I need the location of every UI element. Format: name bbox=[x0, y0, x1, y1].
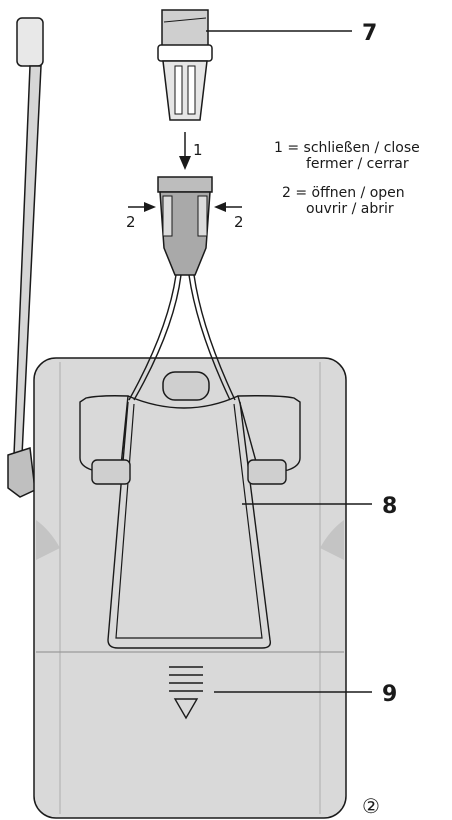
legend-line-2: fermer / cerrar bbox=[306, 156, 409, 172]
device-body bbox=[33, 357, 347, 819]
legend-line-1: 1 = schließen / close bbox=[274, 140, 420, 156]
open-arrow-left-number: 2 bbox=[126, 213, 136, 231]
open-arrow-right bbox=[214, 202, 242, 212]
antenna bbox=[7, 17, 44, 498]
callout-9: 9 bbox=[382, 682, 397, 707]
clip-connector-lower bbox=[157, 176, 213, 276]
open-arrow-left bbox=[128, 202, 156, 212]
callout-8: 8 bbox=[382, 494, 397, 519]
open-arrow-right-number: 2 bbox=[234, 213, 244, 231]
legend-line-3: 2 = öffnen / open bbox=[282, 185, 405, 201]
figure-number: ② bbox=[362, 794, 380, 818]
legend: 1 = schließen / close fermer / cerrar 2 … bbox=[274, 140, 420, 217]
close-arrow-number: 1 bbox=[193, 141, 203, 159]
clip-connector-upper bbox=[157, 9, 213, 121]
legend-line-4: ouvrir / abrir bbox=[306, 201, 394, 217]
battery-cover-marks bbox=[169, 666, 203, 720]
close-arrow bbox=[179, 132, 191, 170]
callout-7: 7 bbox=[362, 21, 377, 46]
belt-clip-wire bbox=[79, 395, 301, 649]
clip-cords bbox=[128, 274, 236, 401]
